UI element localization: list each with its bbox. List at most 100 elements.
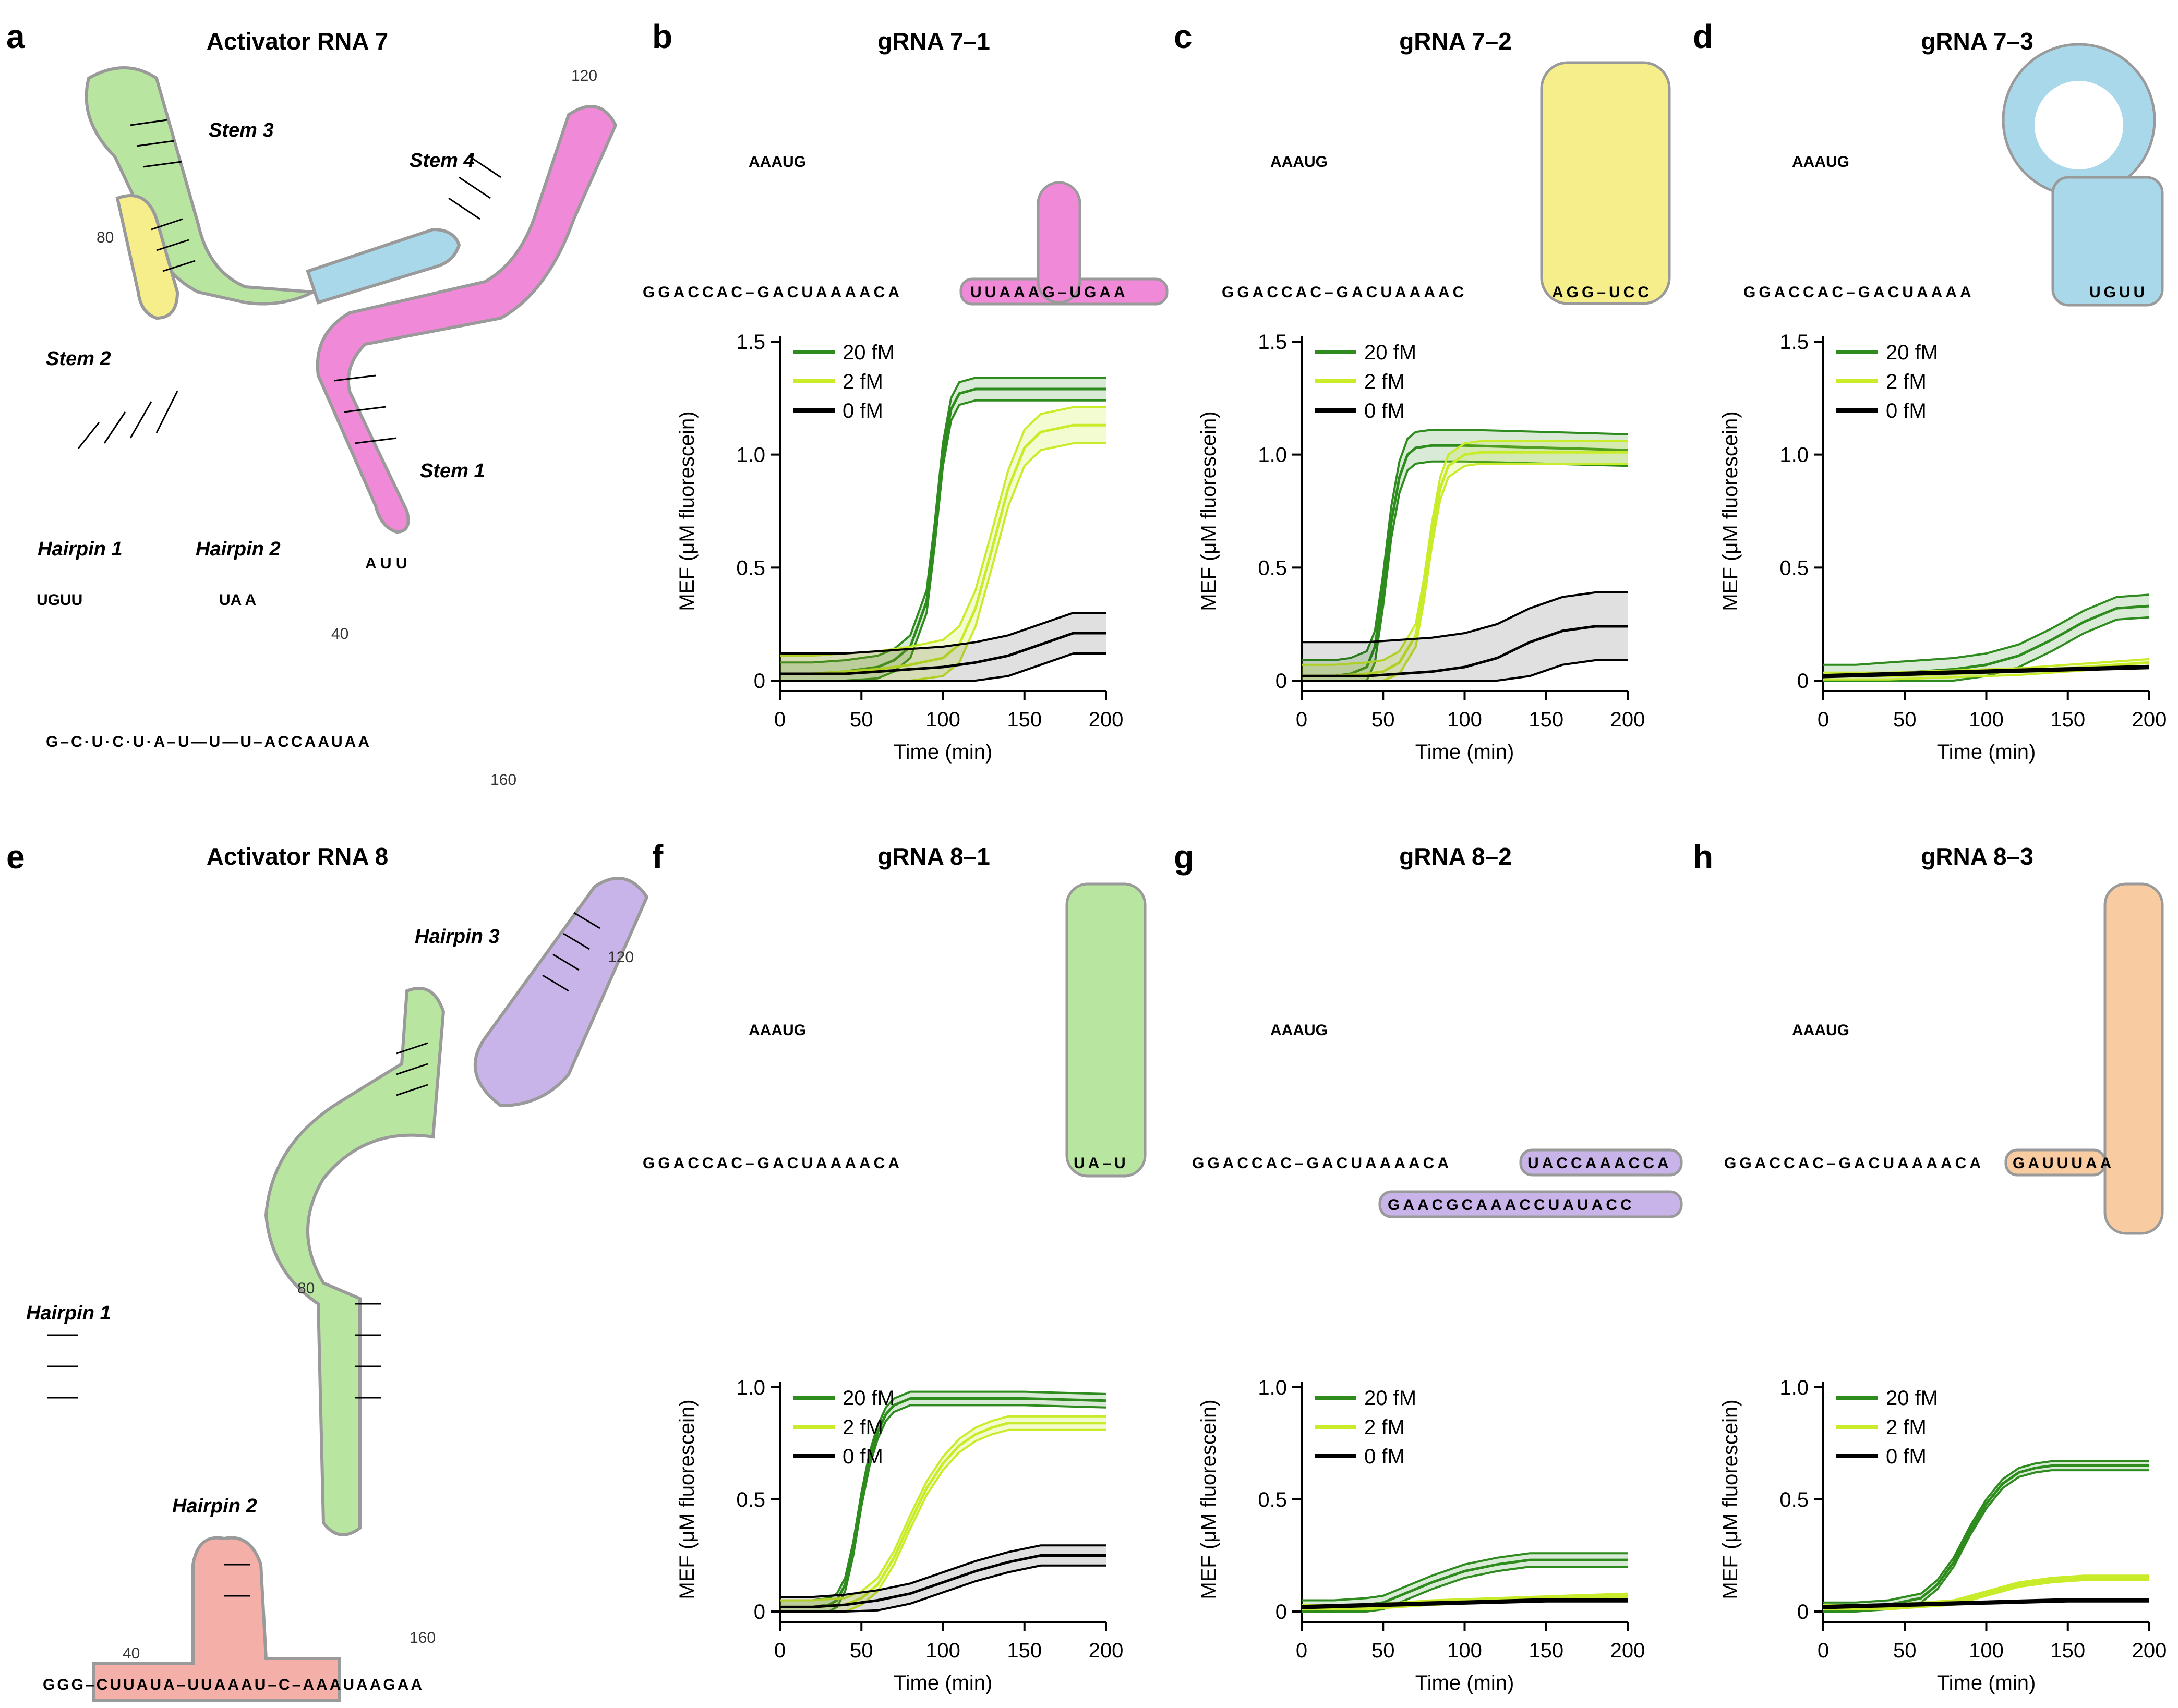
series-line-20fM <box>1823 1464 2149 1608</box>
hairpin1-nts: UGUU <box>37 591 82 609</box>
series-upper-20fM <box>1823 593 2150 666</box>
x-tick-label: 100 <box>1447 1639 1482 1662</box>
legend-label: 0 fM <box>1364 399 1405 422</box>
x-tick-label: 50 <box>1893 1639 1917 1662</box>
stem1-pink-region <box>316 105 618 534</box>
nt-number-160: 160 <box>490 771 516 789</box>
legend-label: 2 fM <box>1886 370 1927 393</box>
x-tick-label: 150 <box>2050 1639 2085 1662</box>
y-tick-label: 1.0 <box>1779 444 1809 467</box>
x-tick-label: 150 <box>1529 708 1563 731</box>
series-line-2fM <box>780 423 1106 675</box>
y-axis-label: MEF (μM fluorescein) <box>1197 1399 1220 1599</box>
y-tick-label: 0 <box>1797 1601 1809 1624</box>
panel-letter-h: h <box>1693 838 1713 876</box>
legend-label: 0 fM <box>1364 1445 1405 1468</box>
x-tick-label: 50 <box>1893 708 1917 731</box>
hairpin2-label: Hairpin 2 <box>196 538 281 560</box>
x-axis-label: Time (min) <box>1937 741 2036 764</box>
series-line-0fM <box>1301 1599 1628 1608</box>
x-tick-label: 100 <box>925 708 960 731</box>
grna-highlight-region <box>1519 1148 1683 1177</box>
grna-8-2-structure: AAAUG GGACCAC–GACUAAAACA UACCAAACCA GAAC… <box>1192 1022 1683 1218</box>
grna-stem-region <box>2103 882 2164 1235</box>
e-hairpin2-label: Hairpin 2 <box>172 1495 257 1517</box>
legend-label: 0 fM <box>1886 399 1927 422</box>
stem3-label: Stem 3 <box>209 119 274 141</box>
grna-base-sequence: GGACCAC–GACUAAAACA <box>1192 1155 1452 1172</box>
x-tick-label: 50 <box>1371 1639 1395 1662</box>
panel-titles: Activator RNA 7 gRNA 7–1 gRNA 7–2 gRNA 7… <box>207 28 2033 870</box>
x-tick-label: 200 <box>2132 1639 2167 1662</box>
x-axis-label: Time (min) <box>1415 1671 1514 1694</box>
stem1-label: Stem 1 <box>420 460 485 482</box>
series-line-0fM <box>1823 665 2150 677</box>
panel-letter-b: b <box>652 18 672 55</box>
legend-label: 0 fM <box>843 1445 883 1468</box>
activator-8-structure: Hairpin 3 Hairpin 1 Hairpin 2 120 80 40 … <box>26 877 649 1702</box>
x-tick-label: 50 <box>850 708 873 731</box>
legend-label: 2 fM <box>843 370 883 393</box>
stem3-yellow-region <box>115 194 179 320</box>
legend-label: 2 fM <box>1886 1416 1927 1439</box>
series-upper-20fM <box>1302 1552 1628 1602</box>
loop-nts: AAAUG <box>749 1022 806 1039</box>
legend-label: 20 fM <box>843 341 895 364</box>
e-nt-number-80: 80 <box>297 1280 315 1297</box>
grna-highlight-sequence: UUAAAG–UGAA <box>970 284 1128 301</box>
grna-8-3-structure: AAAUG GGACCAC–GACUAAAACA GAUUUAA <box>1724 882 2164 1235</box>
x-tick-label: 100 <box>1969 1639 2004 1662</box>
x-tick-label: 0 <box>774 708 786 731</box>
grna-highlight-sequence: UA–U <box>1074 1155 1129 1172</box>
series-upper-0fM <box>780 612 1106 655</box>
y-tick-label: 0 <box>1275 1601 1287 1624</box>
title-grna-7-3: gRNA 7–3 <box>1921 28 2033 55</box>
stem1-loop-nts: A U U <box>365 555 407 572</box>
x-tick-label: 150 <box>2050 708 2085 731</box>
nt-number-120: 120 <box>571 67 597 84</box>
y-tick-label: 0.5 <box>1779 556 1809 579</box>
loop-nts: AAAUG <box>1270 153 1328 171</box>
loop-nts: AAAUG <box>1270 1022 1328 1039</box>
panel-letter-c: c <box>1174 18 1193 55</box>
series-lower-20fM <box>1302 1566 1628 1613</box>
y-tick-label: 0.5 <box>736 1488 765 1511</box>
x-tick-label: 0 <box>1818 1639 1829 1662</box>
x-tick-label: 100 <box>925 1639 960 1662</box>
y-tick-label: 1.0 <box>1779 1376 1809 1399</box>
grna-highlight-region <box>2051 176 2164 307</box>
grna-highlight-sequence: UGUU <box>2089 284 2148 301</box>
hairpin3-purple-region <box>473 877 649 1108</box>
y-tick-label: 1.5 <box>1779 331 1809 354</box>
series-band-0fM <box>1302 592 1628 681</box>
grna-base-sequence: GGACCAC–GACUAAAACA <box>643 1155 903 1172</box>
series-line-0fM <box>780 632 1106 675</box>
x-tick-label: 200 <box>1089 708 1124 731</box>
y-tick-label: 1.5 <box>1258 331 1287 354</box>
series-band-20fM <box>1823 1461 2149 1612</box>
e-nt-number-160: 160 <box>410 1629 436 1646</box>
y-tick-label: 1.0 <box>736 444 765 467</box>
series-band-20fM <box>1302 430 1628 681</box>
stem2-label: Stem 2 <box>46 348 111 370</box>
title-grna-8-2: gRNA 8–2 <box>1399 843 1512 870</box>
series-upper-2fM <box>780 1415 1106 1602</box>
series-line-20fM <box>1302 444 1628 677</box>
hairpin3-label: Hairpin 3 <box>415 926 500 948</box>
grna-highlight-region-2 <box>1378 1190 1683 1218</box>
legend-label: 0 fM <box>843 399 883 422</box>
panel-letter-a: a <box>6 18 25 55</box>
x-tick-label: 0 <box>1296 1639 1307 1662</box>
panel-letter-g: g <box>1174 838 1194 876</box>
e-nt-number-120: 120 <box>608 949 634 966</box>
legend-label: 2 fM <box>1364 370 1405 393</box>
grna-loop-hole <box>2035 81 2123 169</box>
grna-7-3-structure: AAAUG GGACCAC–GACUAAAA UGUU <box>1743 43 2164 307</box>
series-lower-2fM <box>1823 1579 2149 1610</box>
activator-7-tail-sequence: G–C·U·C·U·A–U—U—U–ACCAAUAA <box>46 733 371 750</box>
loop-nts: AAAUG <box>1792 153 1849 171</box>
y-axis-label: MEF (μM fluorescein) <box>676 411 699 611</box>
title-grna-8-3: gRNA 8–3 <box>1921 843 2033 870</box>
e-hairpin1-label: Hairpin 1 <box>26 1302 111 1324</box>
series-upper-20fM <box>1823 1460 2149 1604</box>
